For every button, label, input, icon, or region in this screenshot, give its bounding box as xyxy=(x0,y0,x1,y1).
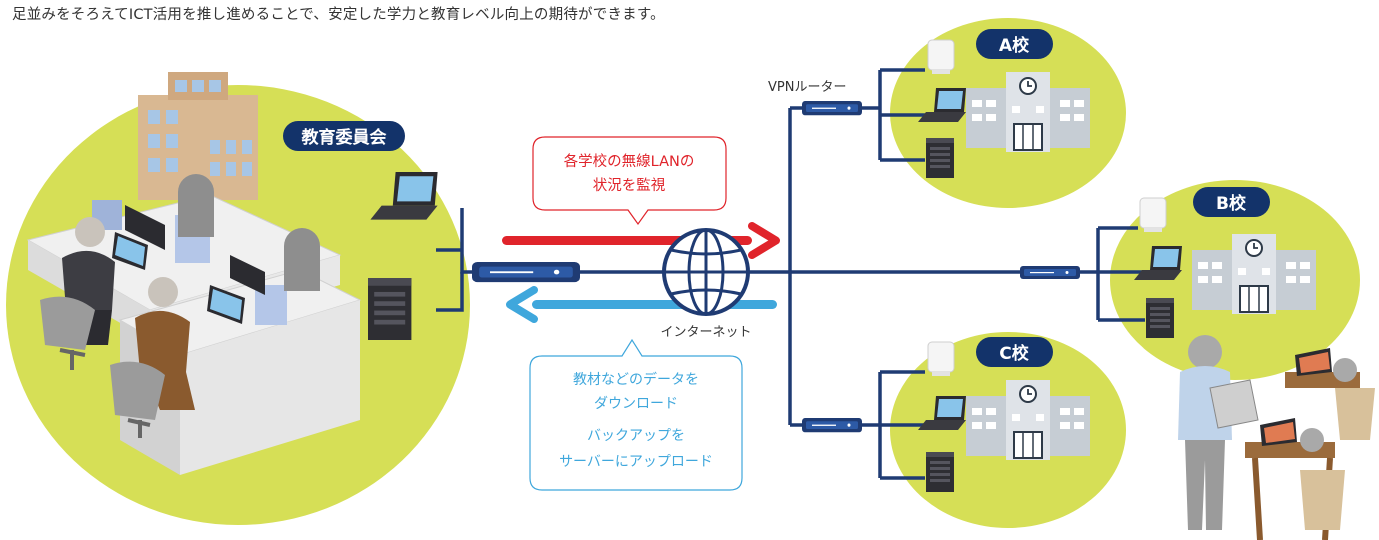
school-a-router xyxy=(802,101,862,116)
school-c-server xyxy=(926,452,954,492)
board-router xyxy=(472,262,580,283)
download-callout: 教材などのデータを ダウンロード バックアップを サーバーにアップロード xyxy=(529,338,743,491)
school-b-router xyxy=(1020,266,1080,279)
download-callout-line3: バックアップを xyxy=(587,428,685,444)
school-c-router xyxy=(802,418,862,433)
board-server xyxy=(368,278,412,340)
internet-label: インターネット xyxy=(660,325,751,340)
school-b-label-text: B校 xyxy=(1216,193,1247,214)
office-workers xyxy=(40,174,320,438)
school-b-server xyxy=(1146,298,1174,338)
download-callout-line4: サーバーにアップロード xyxy=(559,454,713,470)
download-callout-line1: 教材などのデータを xyxy=(573,371,699,388)
school-a-server xyxy=(926,138,954,178)
school-a-label: A校 xyxy=(976,29,1053,59)
monitor-callout: 各学校の無線LANの 状況を監視 xyxy=(532,136,727,226)
board-label-text: 教育委員会 xyxy=(301,127,387,148)
school-c-access-point xyxy=(927,341,955,377)
school-c-label: C校 xyxy=(976,337,1053,367)
vpn-router-label: VPNルーター xyxy=(768,80,846,95)
school-b-label: B校 xyxy=(1193,187,1270,217)
board-label: 教育委員会 xyxy=(283,121,405,151)
download-callout-line2: ダウンロード xyxy=(594,396,678,412)
internet-globe-icon xyxy=(662,228,750,316)
monitor-callout-line1: 各学校の無線LANの xyxy=(564,153,695,170)
school-a-access-point xyxy=(927,39,955,75)
school-b-access-point xyxy=(1139,197,1167,233)
monitor-callout-line2: 状況を監視 xyxy=(593,177,666,194)
intro-text: 足並みをそろえてICT活用を推し進めることで、安定した学力と教育レベル向上の期待… xyxy=(12,7,665,23)
network-lines xyxy=(436,68,1145,480)
school-c-label-text: C校 xyxy=(999,343,1029,364)
school-a-label-text: A校 xyxy=(999,35,1030,56)
classroom-scene xyxy=(1178,335,1375,540)
